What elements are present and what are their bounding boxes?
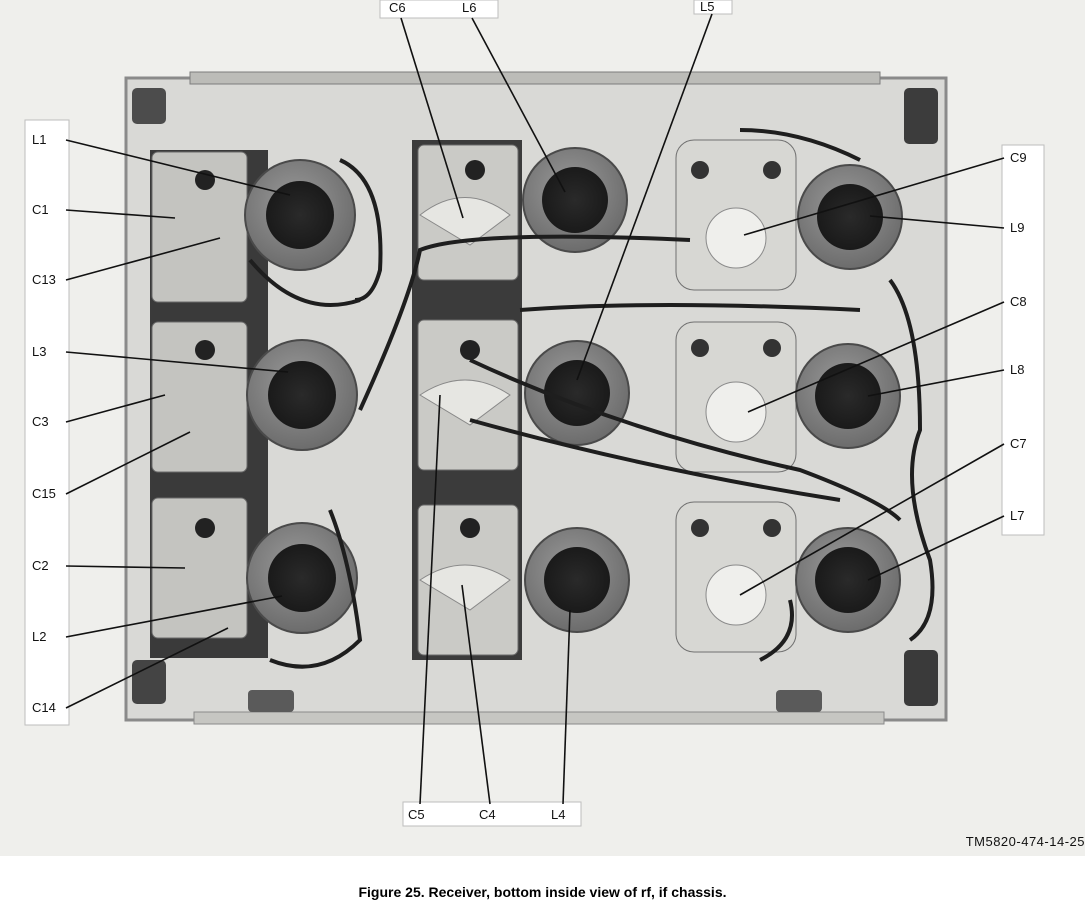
label-l9: L9 xyxy=(1010,220,1025,235)
label-c14: C14 xyxy=(32,700,56,715)
right-coils xyxy=(795,164,903,633)
chassis-photo xyxy=(0,0,1085,856)
figure-caption: Figure 25. Receiver, bottom inside view … xyxy=(358,884,727,900)
label-c4: C4 xyxy=(479,807,496,822)
label-l8: L8 xyxy=(1010,362,1025,377)
label-c15: C15 xyxy=(32,486,56,501)
left-coils xyxy=(244,159,358,634)
label-l2: L2 xyxy=(32,629,47,644)
label-l1: L1 xyxy=(32,132,47,147)
label-c5: C5 xyxy=(408,807,425,822)
figure-number: TM5820-474-14-25 xyxy=(965,834,1085,849)
label-c2: C2 xyxy=(32,558,49,573)
label-l3: L3 xyxy=(32,344,47,359)
label-l7: L7 xyxy=(1010,508,1025,523)
middle-board xyxy=(412,140,522,660)
label-c8: C8 xyxy=(1010,294,1027,309)
label-c7: C7 xyxy=(1010,436,1027,451)
label-c1: C1 xyxy=(32,202,49,217)
label-c13: C13 xyxy=(32,272,56,287)
label-l4: L4 xyxy=(551,807,566,822)
wiring xyxy=(248,128,935,669)
label-c3: C3 xyxy=(32,414,49,429)
leader-lines xyxy=(65,13,1005,805)
label-l6: L6 xyxy=(462,0,477,15)
middle-coils xyxy=(522,147,630,633)
label-c6: C6 xyxy=(389,0,406,15)
right-capacitors xyxy=(675,139,797,653)
label-l5: L5 xyxy=(700,0,715,14)
label-c9: C9 xyxy=(1010,150,1027,165)
